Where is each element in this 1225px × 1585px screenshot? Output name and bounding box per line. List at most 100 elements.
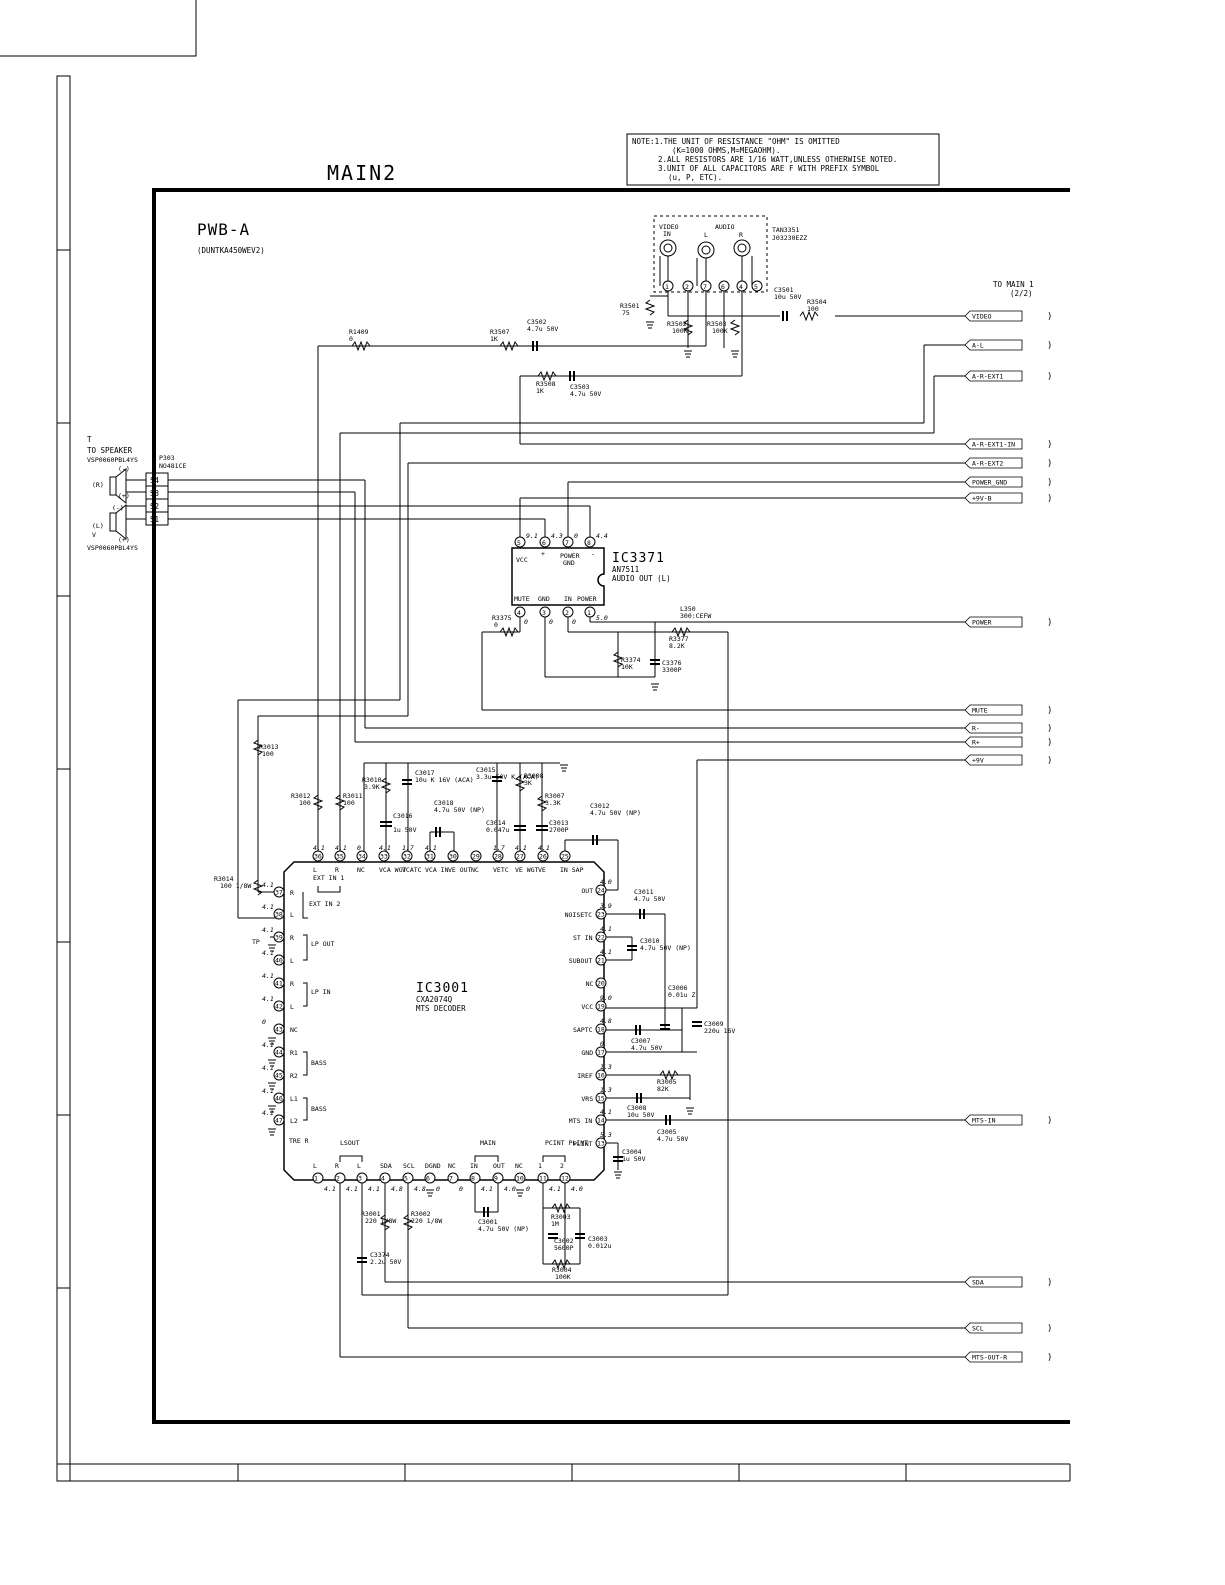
component-ref: C3002 bbox=[554, 1237, 574, 1245]
ic-pin-voltage: 4.1 bbox=[262, 1064, 274, 1072]
speaker-pin-s1: S1 bbox=[150, 515, 159, 524]
component-value: 4.7u 50V bbox=[634, 895, 665, 903]
speaker-connector-ref: P303 bbox=[159, 454, 175, 462]
component-ref: C3004 bbox=[622, 1148, 642, 1156]
component-value: 0 bbox=[494, 621, 498, 629]
jack-pin-label: 4 bbox=[739, 283, 743, 291]
ic-pin-number: 31 bbox=[426, 853, 434, 861]
component-value: 3.3K bbox=[545, 799, 561, 807]
connector-flag bbox=[964, 339, 1023, 351]
connector-label: POWER bbox=[972, 619, 992, 627]
ic-pin-voltage: 4.1 bbox=[600, 948, 612, 956]
continuation-mark: ) bbox=[1047, 738, 1052, 748]
ic-pin-number: 29 bbox=[472, 853, 480, 861]
ic-pin-label: ST IN bbox=[573, 934, 593, 942]
ic-pin-number: 19 bbox=[597, 1003, 605, 1011]
ic3371-voltage: 0 bbox=[572, 618, 576, 626]
ic-pin-number: 33 bbox=[380, 853, 388, 861]
ic-pin bbox=[273, 886, 285, 898]
speaker-pin-s3: S3 bbox=[150, 489, 159, 498]
ic-pin-number: 14 bbox=[597, 1117, 605, 1125]
component-value: 2700P bbox=[549, 826, 569, 834]
ic3001-part: CXA2074Q bbox=[416, 995, 453, 1004]
ic-pin-number: 18 bbox=[597, 1026, 605, 1034]
speaker-plus-bottom: (+) bbox=[118, 536, 130, 544]
ic3371-ref: IC3371 bbox=[612, 551, 665, 566]
ic-pin-label: R1 bbox=[290, 1049, 298, 1057]
connector-flag bbox=[964, 457, 1023, 469]
component-ref: R3004 bbox=[552, 1266, 572, 1274]
ic3371-pin-number: 8 bbox=[587, 539, 591, 547]
ic-pin-label: R bbox=[290, 889, 294, 897]
ic-pin-number: 10 bbox=[516, 1175, 524, 1183]
connector-flag bbox=[964, 1276, 1023, 1288]
speaker-part-top: VSP0060PBL4YS bbox=[87, 456, 138, 464]
speaker-pin-s2: S2 bbox=[150, 502, 159, 511]
ic-pin-number: 5 bbox=[404, 1175, 408, 1183]
ic-pin-label: R bbox=[335, 866, 339, 874]
ic3371-pin-label: - bbox=[591, 550, 595, 558]
ic3371-pin-number: 3 bbox=[542, 609, 546, 617]
ic-pin-voltage: 4.0 bbox=[571, 1185, 583, 1193]
component-value: 300:CEFW bbox=[680, 612, 711, 620]
ic-pin-number: 38 bbox=[275, 911, 283, 919]
ic3001-desc: MTS DECODER bbox=[416, 1004, 466, 1013]
ic3371-pin-number: 2 bbox=[565, 609, 569, 617]
ic-pin-number: 25 bbox=[561, 853, 569, 861]
ic-pin-label: 2 bbox=[560, 1162, 564, 1170]
ic-pin-number: 2 bbox=[336, 1175, 340, 1183]
ic-pin-label: VCA WGT bbox=[379, 866, 406, 874]
ic-pin-label: NC bbox=[357, 866, 365, 874]
ic-pin-number: 32 bbox=[403, 853, 411, 861]
component-ref: R3377 bbox=[669, 635, 689, 643]
jack-video-label: VIDEO bbox=[659, 223, 679, 231]
component-value: 100K bbox=[712, 327, 728, 335]
jack-audio-label: AUDIO bbox=[715, 223, 735, 231]
component-ref: R3002 bbox=[411, 1210, 431, 1218]
connector-flag bbox=[964, 476, 1023, 488]
ic-pin-label: NOISETC bbox=[565, 911, 592, 919]
ic3001-group-label: MAIN bbox=[480, 1139, 496, 1147]
to-main-sub: (2/2) bbox=[1010, 289, 1033, 298]
component-ref: R3003 bbox=[551, 1213, 571, 1221]
ic-pin bbox=[492, 850, 504, 862]
connector-label: A-R-EXT2 bbox=[972, 460, 1003, 468]
connector-label: POWER_GND bbox=[972, 479, 1007, 487]
ic3371-voltage: 5.0 bbox=[596, 614, 608, 622]
ic3371-voltage: 9.1 bbox=[526, 532, 538, 540]
ic-pin-voltage: 4.1 bbox=[262, 903, 274, 911]
component-ref: L350 bbox=[680, 605, 696, 613]
ic-pin bbox=[595, 908, 607, 920]
ic-pin bbox=[273, 908, 285, 920]
ic-pin-number: 35 bbox=[336, 853, 344, 861]
ic-pin-label: NC bbox=[586, 980, 594, 988]
component-ref: C3003 bbox=[588, 1235, 608, 1243]
component-value: 0.012u bbox=[588, 1242, 612, 1250]
ic-pin-voltage: 4.1 bbox=[379, 844, 391, 852]
ic-pin-label: SCL bbox=[403, 1162, 415, 1170]
connector-label: A-R-EXT1-IN bbox=[972, 441, 1015, 449]
component-value: 220 1/8W bbox=[411, 1217, 442, 1225]
ic-pin-number: 43 bbox=[275, 1026, 283, 1034]
speaker-l-label: (L) bbox=[92, 522, 104, 530]
ic-pin-number: 12 bbox=[561, 1175, 569, 1183]
ic-pin-number: 9 bbox=[494, 1175, 498, 1183]
ic-pin bbox=[273, 1046, 285, 1058]
ic-pin-voltage: 4.1 bbox=[425, 844, 437, 852]
speaker-block: T TO SPEAKER VSP0060PBL4YS VSP0060PBL4YS… bbox=[87, 435, 186, 552]
continuation-mark: ) bbox=[1047, 706, 1052, 716]
component-value: 1u 50V bbox=[393, 826, 417, 834]
pwb-border bbox=[152, 188, 1070, 1424]
ic-pin-number: 7 bbox=[449, 1175, 453, 1183]
speaker-part-bottom: VSP0060PBL4YS bbox=[87, 544, 138, 552]
component-value: 2.2u 50V bbox=[370, 1258, 401, 1266]
speaker-connector-part: NO481CE bbox=[159, 462, 186, 470]
ic-pin-voltage: 4.1 bbox=[262, 949, 274, 957]
ic-pin bbox=[595, 1046, 607, 1058]
resistor-symbols bbox=[252, 299, 819, 1270]
ic-pin bbox=[595, 1000, 607, 1012]
ic3001-group-label: LP IN bbox=[311, 988, 331, 996]
ic-pin bbox=[469, 1172, 481, 1184]
ic-pin-number: 30 bbox=[449, 853, 457, 861]
component-value: 10u 50V bbox=[774, 293, 801, 301]
